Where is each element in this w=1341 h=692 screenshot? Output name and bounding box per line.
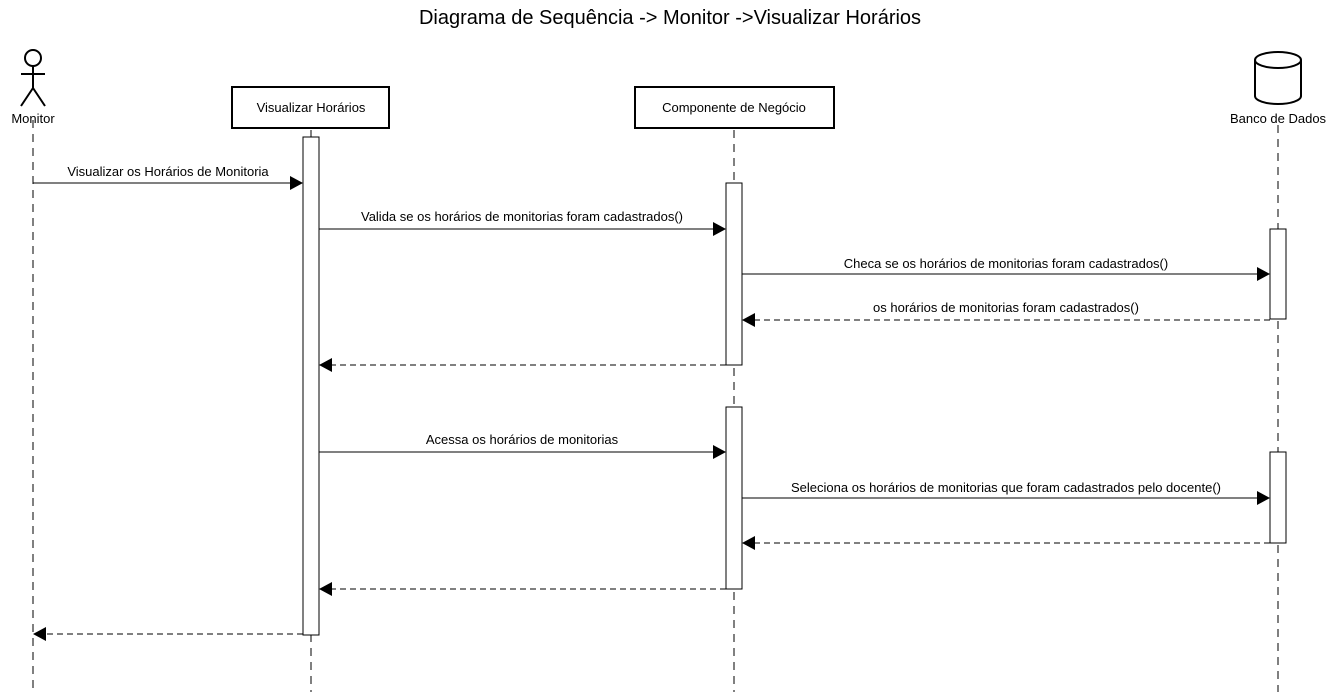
message-2-label: Valida se os horários de monitorias fora… xyxy=(361,209,683,224)
message-5: Acessa os horários de monitorias xyxy=(319,432,726,459)
componente-box xyxy=(634,86,835,129)
componente-activation-2 xyxy=(725,406,743,590)
monitor-label: Monitor xyxy=(11,111,55,126)
message-return-4 xyxy=(33,627,303,641)
message-3: Checa se os horários de monitorias foram… xyxy=(742,256,1270,281)
visualizar-activation xyxy=(302,136,320,636)
banco-activation-1 xyxy=(1269,228,1287,320)
message-1-label: Visualizar os Horários de Monitoria xyxy=(67,164,269,179)
database-cylinder-icon xyxy=(1254,51,1302,105)
banco-activation-2 xyxy=(1269,451,1287,544)
message-6-label: Seleciona os horários de monitorias que … xyxy=(791,480,1221,495)
diagram-title: Diagrama de Sequência -> Monitor ->Visua… xyxy=(419,7,921,29)
message-6: Seleciona os horários de monitorias que … xyxy=(742,480,1270,505)
componente-activation-1 xyxy=(725,182,743,366)
componente-label: Componente de Negócio xyxy=(662,100,806,115)
banco-label: Banco de Dados xyxy=(1230,111,1327,126)
visualizar-label: Visualizar Horários xyxy=(257,100,366,115)
message-return-2 xyxy=(742,536,1270,550)
message-4-label: os horários de monitorias foram cadastra… xyxy=(873,300,1139,315)
message-5-label: Acessa os horários de monitorias xyxy=(426,432,619,447)
message-3-label: Checa se os horários de monitorias foram… xyxy=(844,256,1168,271)
visualizar-box xyxy=(231,86,390,129)
message-1: Visualizar os Horários de Monitoria xyxy=(33,164,303,190)
message-return-3 xyxy=(319,582,726,596)
actor-stick-figure-icon xyxy=(20,49,46,107)
message-return-1 xyxy=(319,358,726,372)
message-4-return: os horários de monitorias foram cadastra… xyxy=(742,300,1270,327)
message-2: Valida se os horários de monitorias fora… xyxy=(319,209,726,236)
